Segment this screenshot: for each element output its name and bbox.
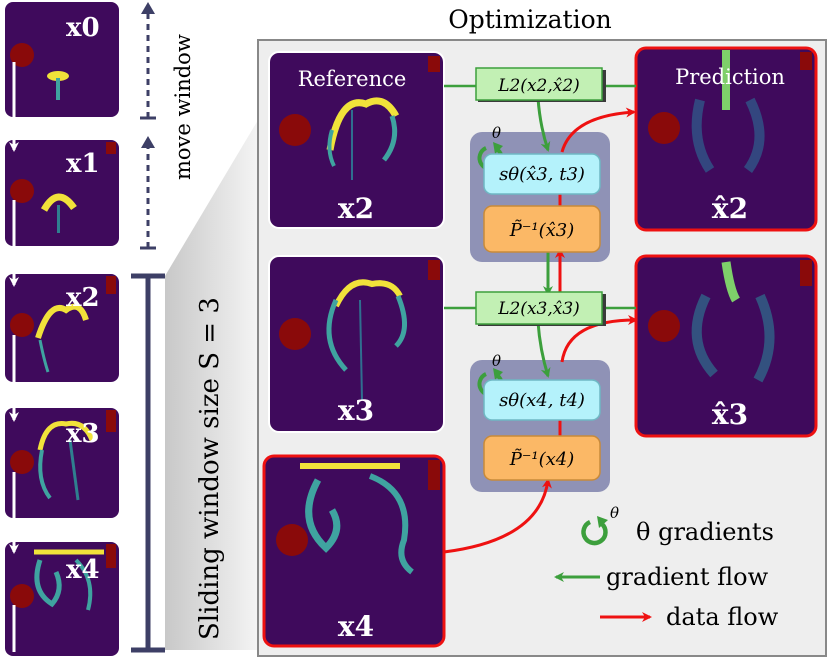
score-box-bottom: sθ(x4, t4) xyxy=(483,379,601,421)
reference-x3-label: x3 xyxy=(338,394,374,427)
prediction-title: Prediction xyxy=(675,65,785,89)
loss-box-mid: L2(x3,x̂3) xyxy=(475,291,606,326)
sim-frame-x3: x3 xyxy=(5,408,119,518)
sliding-window-label: Sliding window size S = 3 xyxy=(195,297,225,640)
inverse-box-top: P̃⁻¹(x̂3) xyxy=(483,205,601,253)
legend: θ θ gradients gradient flow data flow xyxy=(554,504,779,631)
prediction-x2-label: x̂2 xyxy=(712,192,748,225)
inverse-top-label: P̃⁻¹(x̂3) xyxy=(509,219,574,241)
left-frame-stack: x0 x1 x2 x3 xyxy=(5,2,119,656)
label-x1: x1 xyxy=(66,149,100,179)
loss-top-label: L2(x2,x̂2) xyxy=(497,76,580,96)
inverse-box-bottom: P̃⁻¹(x4) xyxy=(483,435,601,481)
legend-data-flow-label: data flow xyxy=(666,603,779,631)
label-x4: x4 xyxy=(66,555,100,585)
theta-label-top: θ xyxy=(492,124,501,142)
reference-title: Reference xyxy=(298,67,407,91)
label-x3: x3 xyxy=(66,419,100,449)
legend-theta-gradients: θ θ gradients xyxy=(581,504,774,546)
window-wedge xyxy=(165,120,258,650)
legend-gradient-flow: gradient flow xyxy=(554,563,769,591)
label-x2: x2 xyxy=(66,283,100,313)
input-x4-panel: x4 xyxy=(262,454,446,648)
legend-gradient-flow-label: gradient flow xyxy=(606,563,769,591)
legend-theta-gradients-label: θ gradients xyxy=(636,518,774,546)
optimization-title: Optimization xyxy=(448,5,612,34)
move-window-label: move window xyxy=(171,34,195,180)
sim-frame-x0: x0 xyxy=(5,2,119,117)
sim-frame-x2: x2 xyxy=(5,274,119,382)
theta-label-bottom: θ xyxy=(492,352,501,370)
score-box-top: sθ(x̂3, t3) xyxy=(483,153,601,195)
loss-box-top: L2(x2,x̂2) xyxy=(475,67,606,102)
prediction-x3-panel: x̂3 xyxy=(634,254,818,438)
sim-frame-x1: x1 xyxy=(5,140,119,246)
legend-theta-symbol: θ xyxy=(610,504,619,522)
reference-x2-label: x2 xyxy=(338,192,374,225)
label-x0: x0 xyxy=(66,13,100,43)
reference-x2-panel: Reference x2 xyxy=(268,51,445,229)
score-top-label: sθ(x̂3, t3) xyxy=(499,164,585,185)
legend-data-flow: data flow xyxy=(600,603,779,631)
gradient-flow-arrows xyxy=(536,97,553,378)
move-window-arrows xyxy=(140,2,156,250)
prediction-x2-panel: Prediction x̂2 xyxy=(634,46,818,232)
loss-mid-label: L2(x3,x̂3) xyxy=(497,299,580,319)
inverse-bottom-label: P̃⁻¹(x4) xyxy=(509,448,574,470)
reference-x3-panel: x3 xyxy=(268,255,445,433)
prediction-x3-label: x̂3 xyxy=(712,398,748,431)
input-x4-label: x4 xyxy=(338,610,374,643)
score-bottom-label: sθ(x4, t4) xyxy=(499,390,585,411)
sliding-window-bracket xyxy=(131,273,165,653)
sim-frame-x4: x4 xyxy=(5,542,119,656)
